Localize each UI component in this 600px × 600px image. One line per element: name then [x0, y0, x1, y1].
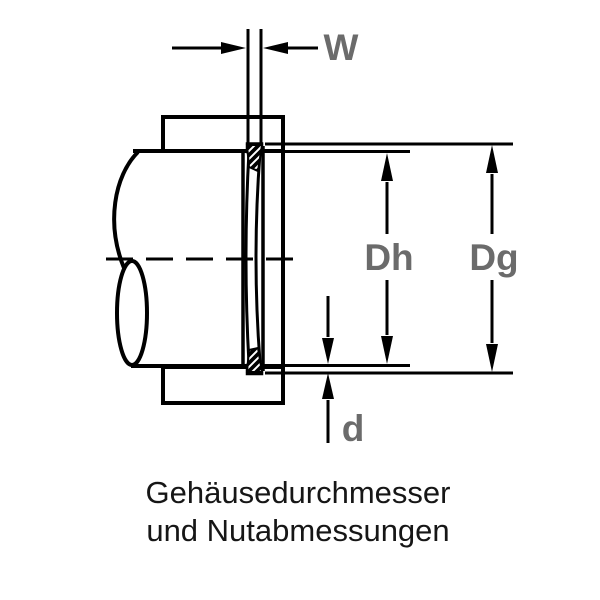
dimension-groove-depth: d — [322, 296, 364, 449]
dimension-bore-diameter: Dh — [285, 150, 414, 367]
dh-arrow-up-icon — [381, 153, 393, 181]
w-arrow-left-icon — [263, 42, 288, 54]
dg-arrow-down-icon — [486, 344, 498, 372]
dg-label: Dg — [469, 237, 518, 278]
caption-line-1: Gehäusedurchmesser — [146, 475, 451, 510]
ring-left-edge — [244, 150, 251, 365]
d-arrow-up-icon — [322, 373, 334, 399]
dh-arrow-down-icon — [381, 336, 393, 364]
retaining-ring — [244, 144, 264, 373]
ring-section-top — [245, 144, 264, 173]
ring-section-bottom — [245, 346, 264, 373]
dimension-groove-diameter: Dg — [265, 142, 519, 375]
d-label: d — [342, 408, 365, 449]
dimension-groove-width: W — [172, 27, 359, 145]
d-arrow-down-icon — [322, 338, 334, 364]
caption: Gehäusedurchmesser und Nutabmessungen — [146, 475, 451, 548]
ring-right-edge — [254, 152, 262, 363]
shaft-break-ellipse — [115, 259, 149, 367]
dh-label: Dh — [364, 237, 413, 278]
w-label: W — [324, 27, 359, 68]
shaft-break-curve — [112, 150, 140, 269]
dg-arrow-up-icon — [486, 145, 498, 173]
w-arrow-right-icon — [221, 42, 246, 54]
caption-line-2: und Nutabmessungen — [146, 513, 449, 548]
